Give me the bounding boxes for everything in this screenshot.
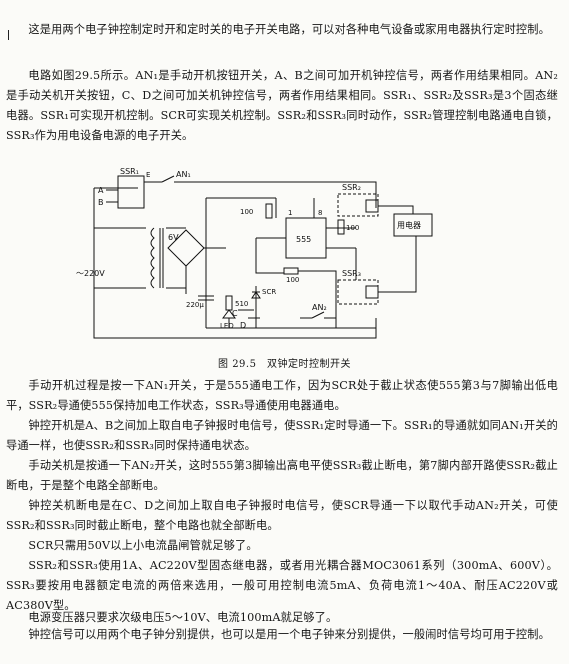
circuit-diagram: SSR₁ AN₁ A B E SSR₂ SSR₃ 用电器 ～220V 6V 10… bbox=[76, 168, 433, 339]
circuit-description-paragraph: 电路如图29.5所示。AN₁是手动开机按钮开关，A、B之间可加开机钟控信号，两者… bbox=[6, 69, 558, 142]
label-r510: 510 bbox=[235, 300, 248, 308]
manual-on-paragraph: 手动开机过程是按一下AN₁开关，于是555通电工作，因为SCR处于截止状态使55… bbox=[6, 379, 558, 412]
label-r100-b: 100 bbox=[346, 224, 359, 232]
label-a: A bbox=[98, 186, 104, 195]
label-led: LED bbox=[220, 322, 234, 330]
margin-marker bbox=[8, 30, 9, 40]
label-an1: AN₁ bbox=[176, 170, 191, 179]
clock-signal-paragraph: 钟控信号可以用两个电子钟分别提供，也可以是用一个电子钟来分别提供，一般闹时信号均… bbox=[28, 628, 550, 641]
intro-paragraph: 这是用两个电子钟控制定时开和定时关的电子开关电路，可以对各种电气设备或家用电器执… bbox=[28, 23, 550, 36]
relay-spec-paragraph: SSR₂和SSR₃使用1A、AC220V型固态继电器，或者用光耦合器MOC306… bbox=[6, 559, 558, 612]
label-c: C bbox=[232, 309, 238, 318]
manual-off-paragraph: 手动关机是按通一下AN₂开关，这时555第3脚输出高电平使SSR₃截止断电，第7… bbox=[6, 459, 558, 492]
label-b: B bbox=[98, 198, 104, 207]
clock-off-paragraph: 钟控关机断电是在C、D之间加上取自电子钟报时电信号，使SCR导通一下以取代手动A… bbox=[6, 499, 558, 532]
figure-caption: 图 29.5 双钟定时控制开关 bbox=[218, 359, 351, 370]
label-an2: AN₂ bbox=[312, 303, 327, 312]
clock-on-paragraph: 钟控开机是A、B之间加上取自电子钟报时电信号，使SSR₁定时导通一下。SSR₁的… bbox=[6, 419, 558, 452]
label-cap: 220μ bbox=[186, 301, 204, 309]
label-ssr3: SSR₃ bbox=[342, 269, 361, 278]
label-mains: ～220V bbox=[76, 269, 105, 278]
label-555: 555 bbox=[296, 235, 311, 244]
transformer-paragraph: 电源变压器只要求次级电压5～10V、电流100mA就足够了。 bbox=[28, 611, 338, 624]
scr-note-paragraph: SCR只需用50V以上小电流晶闸管就足够了。 bbox=[28, 539, 258, 552]
label-load: 用电器 bbox=[397, 220, 421, 230]
label-d: D bbox=[240, 321, 246, 330]
label-r100-c: 100 bbox=[286, 276, 299, 284]
label-6v: 6V bbox=[168, 233, 179, 242]
label-pin8: 8 bbox=[318, 209, 322, 217]
label-ssr2: SSR₂ bbox=[342, 183, 361, 192]
label-e: E bbox=[146, 171, 150, 179]
label-pin1: 1 bbox=[288, 209, 292, 217]
label-ssr1: SSR₁ bbox=[120, 168, 139, 176]
label-r100-a: 100 bbox=[240, 208, 253, 216]
label-scr: SCR bbox=[262, 288, 276, 296]
